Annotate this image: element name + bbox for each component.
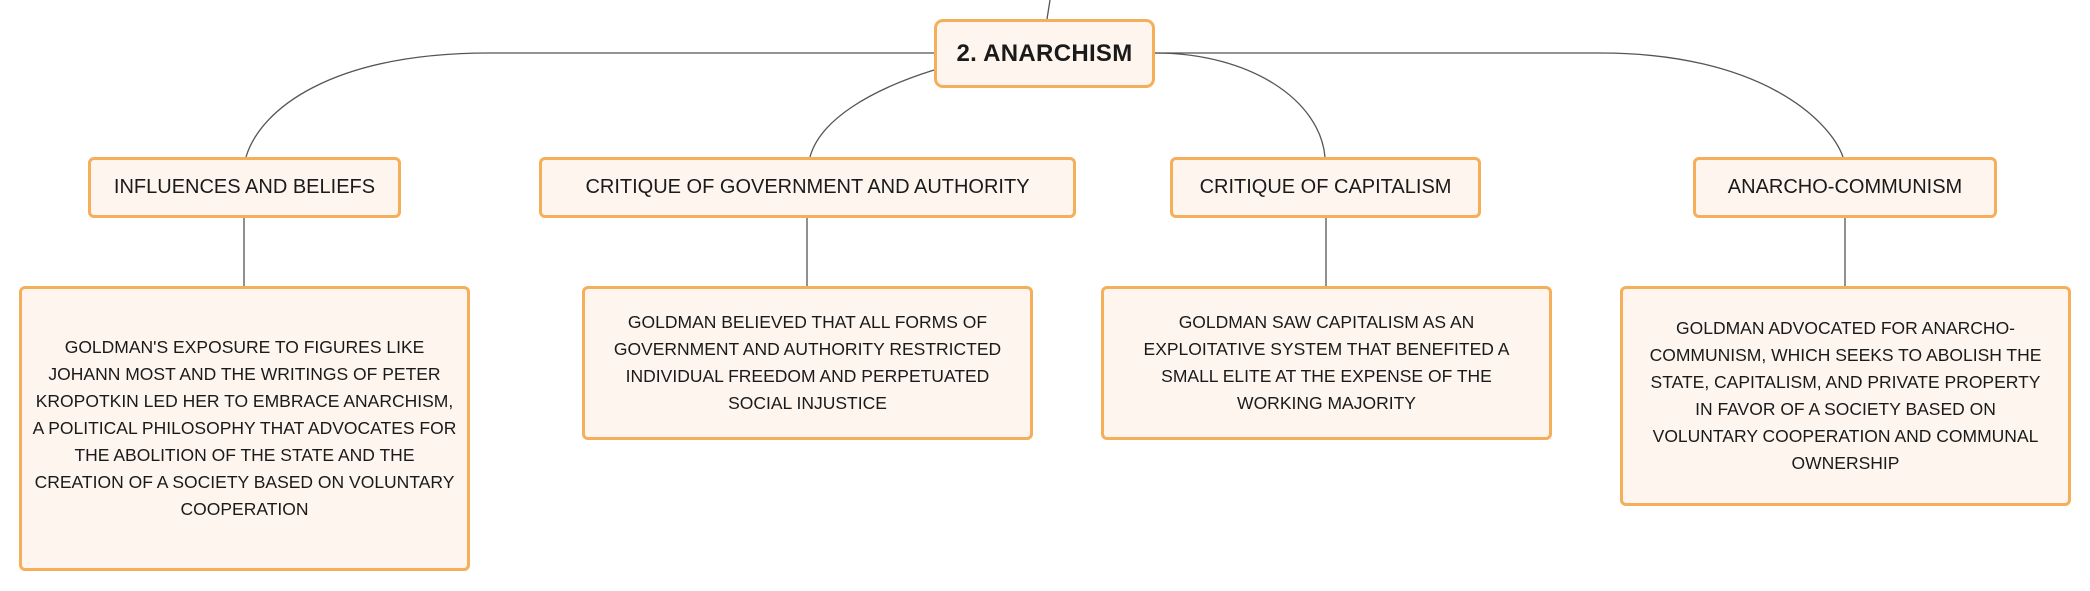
description-anarcho-communism[interactable]: GOLDMAN ADVOCATED FOR ANARCHO-COMMUNISM,…	[1620, 286, 2071, 506]
connector-root-to-anarcho	[1155, 52, 1844, 158]
category-label: CRITIQUE OF GOVERNMENT AND AUTHORITY	[585, 176, 1030, 198]
connector-root-to-capitalism	[1154, 52, 1326, 158]
root-node-anarchism[interactable]: 2. ANARCHISM	[934, 19, 1155, 88]
description-text: GOLDMAN'S EXPOSURE TO FIGURES LIKE JOHAN…	[32, 337, 457, 519]
root-label: 2. ANARCHISM	[956, 39, 1133, 67]
description-text: GOLDMAN BELIEVED THAT ALL FORMS OF GOVER…	[613, 312, 1002, 413]
category-influences-and-beliefs[interactable]: INFLUENCES AND BELIEFS	[88, 157, 401, 218]
category-label: INFLUENCES AND BELIEFS	[113, 176, 376, 198]
description-critique-of-capitalism[interactable]: GOLDMAN SAW CAPITALISM AS AN EXPLOITATIV…	[1101, 286, 1552, 440]
description-critique-of-government[interactable]: GOLDMAN BELIEVED THAT ALL FORMS OF GOVER…	[582, 286, 1033, 440]
description-influences-and-beliefs[interactable]: GOLDMAN'S EXPOSURE TO FIGURES LIKE JOHAN…	[19, 286, 470, 571]
connector-root-to-influences	[245, 52, 934, 158]
description-text: GOLDMAN SAW CAPITALISM AS AN EXPLOITATIV…	[1143, 312, 1510, 413]
category-label: CRITIQUE OF CAPITALISM	[1199, 176, 1452, 198]
description-text: GOLDMAN ADVOCATED FOR ANARCHO-COMMUNISM,…	[1649, 318, 2042, 473]
category-label: ANARCHO-COMMUNISM	[1727, 176, 1963, 198]
connector-parent	[1046, 0, 1051, 20]
connector-root-to-government	[809, 69, 935, 158]
category-anarcho-communism[interactable]: ANARCHO-COMMUNISM	[1693, 157, 1997, 218]
category-critique-of-capitalism[interactable]: CRITIQUE OF CAPITALISM	[1170, 157, 1481, 218]
category-critique-of-government[interactable]: CRITIQUE OF GOVERNMENT AND AUTHORITY	[539, 157, 1076, 218]
